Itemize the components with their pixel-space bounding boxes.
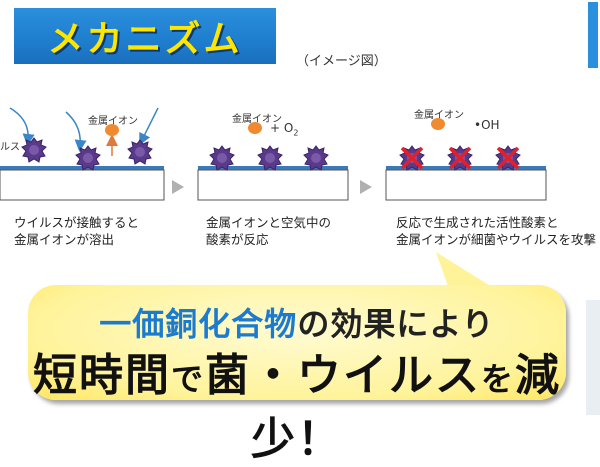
caption-line: 金属イオンが溶出 (14, 232, 115, 247)
metal-ion-icon (248, 122, 262, 134)
caption-line: 金属イオンが細菌やウイルスを攻撃 (396, 232, 597, 247)
adjacent-panel-edge (586, 0, 600, 70)
callout-particle: で (170, 360, 205, 398)
substrate-1 (0, 169, 165, 201)
panel-1-caption: ウイルスが接触すると 金属イオンが溶出 (14, 214, 139, 248)
caption-line: ウイルスが接触すると (14, 215, 140, 230)
page-title: メカニズム (47, 19, 243, 60)
panel-1 (0, 107, 165, 201)
panel-3-caption: 反応で生成された活性酸素と 金属イオンが細菌やウイルスを攻撃 (396, 214, 596, 248)
oxygen-label: + O2 (270, 121, 299, 138)
substrate-2 (197, 169, 349, 201)
incoming-arrow-icon (65, 111, 87, 152)
arrow-right-icon (360, 180, 372, 194)
substrate-surface-1 (0, 166, 164, 170)
adjacent-panel-edge-lower (586, 300, 600, 415)
panel-2 (197, 122, 349, 201)
callout-word: 菌・ウイルス (205, 350, 481, 401)
caption-line: 反応で生成された活性酸素と (396, 215, 559, 230)
callout-tail (436, 252, 500, 292)
compound-highlight: 一価銅化合物 (99, 305, 298, 343)
substrate-surface-3 (386, 166, 546, 170)
incoming-arrow-icon (139, 107, 159, 146)
hydroxyl-radical-label: •OH (474, 118, 500, 132)
mechanism-diagram (0, 107, 547, 292)
page-subtitle: （イメージ図） (296, 54, 387, 69)
substrate-3 (385, 169, 547, 201)
metal-ion-icon (105, 124, 119, 136)
metal-ion-label: 金属イオン (232, 114, 282, 125)
caption-line: 酸素が反応 (206, 232, 269, 247)
virus-icon (21, 137, 47, 163)
callout-line-2: 短時間で菌・ウイルスを減少！ (28, 339, 566, 467)
callout-line-1-rest: の効果により (297, 305, 495, 343)
panel-3 (385, 118, 547, 201)
title-banner: メカニズム (14, 8, 276, 64)
metal-ion-label: 金属イオン (414, 110, 464, 121)
virus-icon (127, 139, 153, 165)
callout-box: 一価銅化合物の効果により 短時間で菌・ウイルスを減少！ (28, 285, 566, 465)
callout-word: 短時間 (32, 350, 171, 401)
metal-ion-icon (431, 118, 445, 130)
metal-ion-label: 金属イオン (88, 116, 138, 127)
arrow-right-icon (172, 180, 184, 194)
caption-line: 金属イオンと空気中の (206, 215, 332, 230)
callout-line-1: 一価銅化合物の効果により (28, 299, 566, 345)
callout-particle: を (481, 360, 516, 398)
panel-2-caption: 金属イオンと空気中の 酸素が反応 (206, 214, 331, 248)
virus-label: ルス (0, 142, 20, 153)
incoming-arrow-icon (9, 107, 35, 146)
